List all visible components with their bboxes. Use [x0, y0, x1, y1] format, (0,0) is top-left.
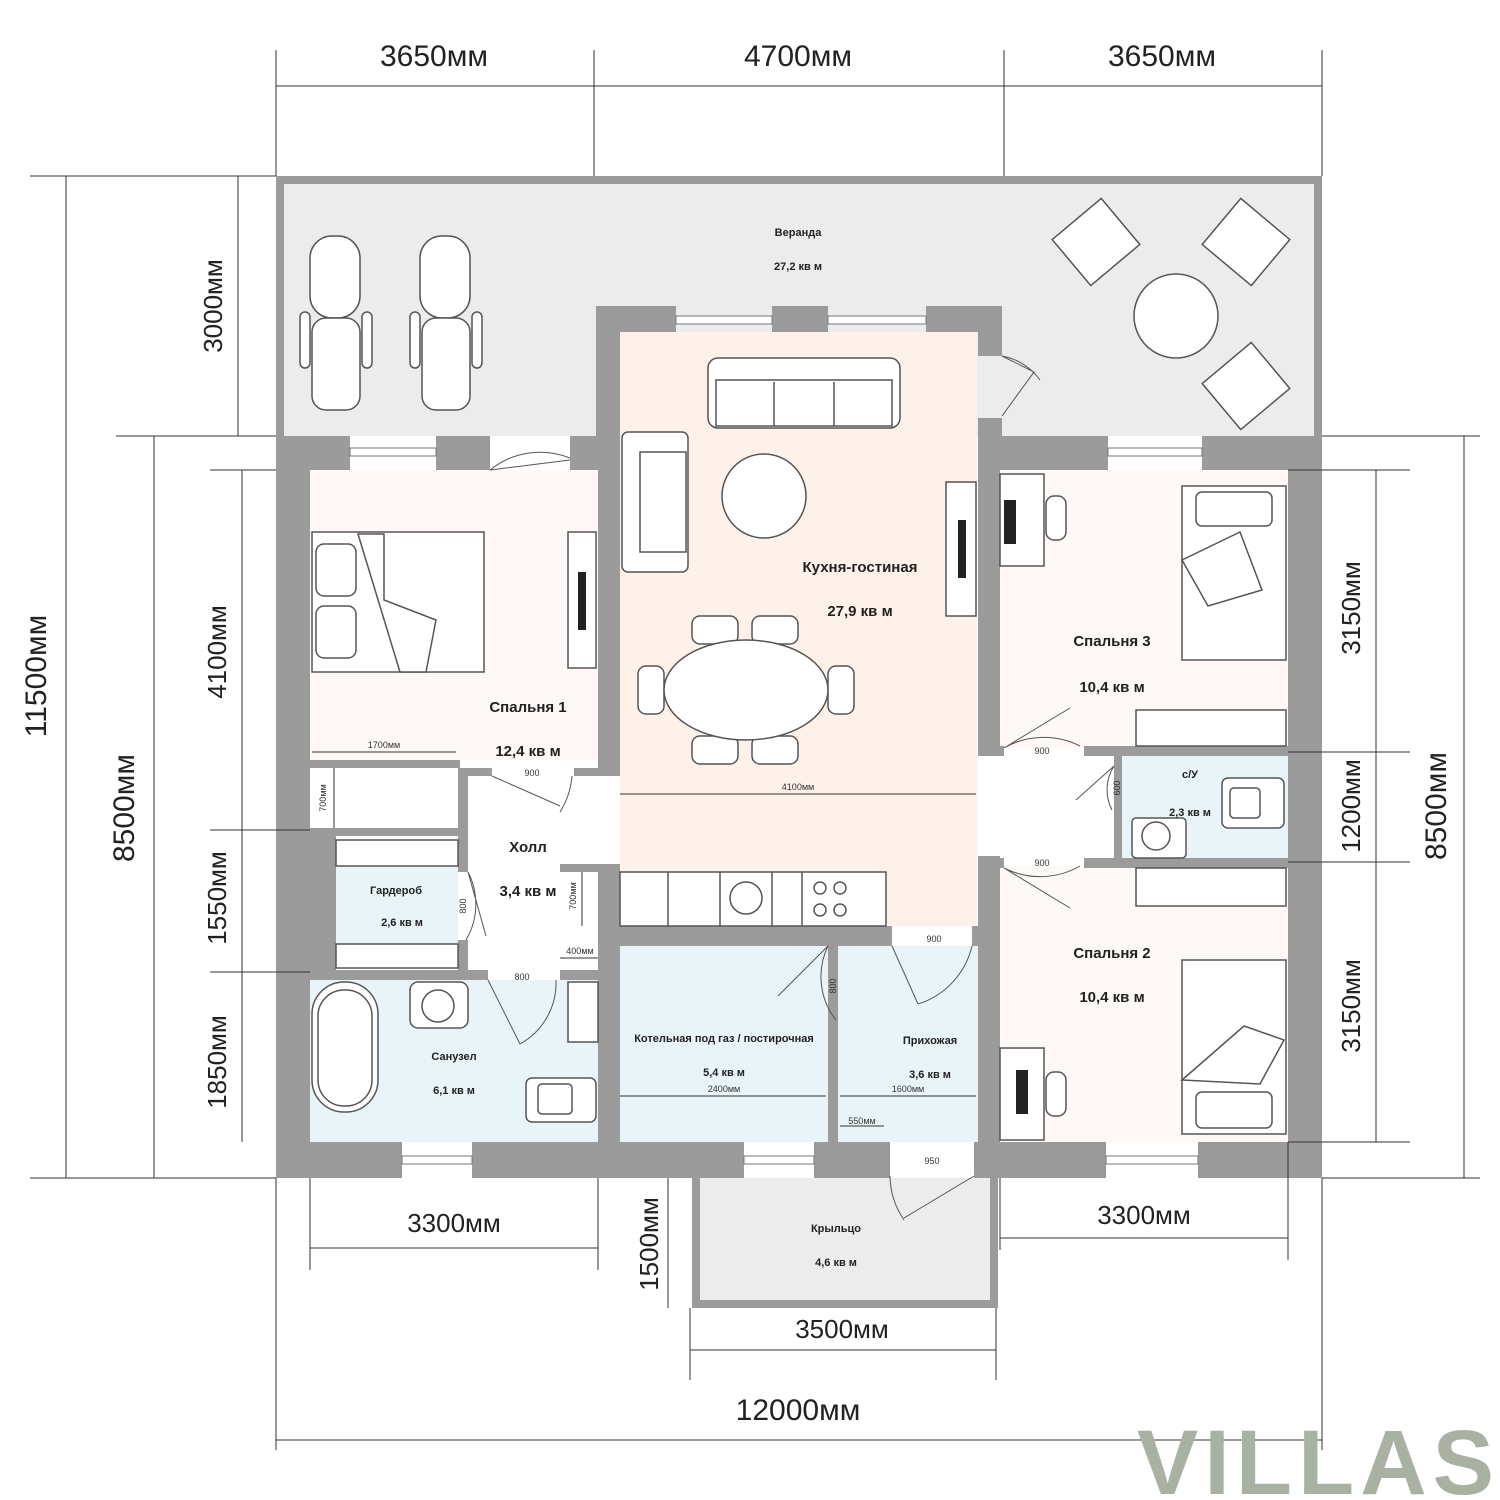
dim-550: 550мм	[848, 1116, 875, 1126]
dimension-lines	[30, 50, 1480, 1450]
hall-floor	[468, 776, 598, 972]
villas-logo: VILLAS	[1137, 1412, 1500, 1500]
dim-left-bath: 1850мм	[202, 1015, 232, 1109]
dim-top-left: 3650мм	[380, 40, 488, 73]
dim-400: 400мм	[566, 946, 593, 956]
boiler-area: 5,4 кв м	[703, 1067, 745, 1079]
bath-name: Санузел	[431, 1051, 476, 1063]
dim-800-ward: 800	[458, 898, 468, 913]
dim-left-veranda: 3000мм	[198, 259, 228, 353]
coffee-table	[721, 453, 807, 539]
bed3-area: 10,4 кв м	[1079, 679, 1144, 696]
dim-top-mid: 4700мм	[744, 40, 852, 73]
dim-right-bed3: 3150мм	[1336, 561, 1366, 655]
dim-800-bath: 800	[514, 972, 529, 982]
hall-area: 3,4 кв м	[499, 883, 556, 900]
porch-name: Крыльцо	[811, 1223, 861, 1235]
wardrobe-area: 2,6 кв м	[381, 917, 423, 929]
dim-950: 950	[924, 1156, 939, 1166]
dim-1600: 1600мм	[892, 1084, 924, 1094]
entry-floor	[838, 946, 978, 1142]
bed1-name: Спальня 1	[489, 699, 566, 716]
wc-name: с/У	[1182, 769, 1198, 781]
boiler-floor	[620, 946, 828, 1142]
dim-left-wardrobe: 1550мм	[202, 851, 232, 945]
kitchen-name: Кухня-гостиная	[803, 559, 918, 576]
dim-700a: 700мм	[318, 784, 328, 811]
dim-porch-height: 1500мм	[634, 1197, 664, 1291]
furniture	[299, 197, 1291, 1141]
kitchen-area: 27,9 кв м	[827, 603, 892, 620]
porch-floor	[700, 1178, 990, 1300]
dim-900-hall: 900	[524, 768, 539, 778]
hall-name: Холл	[509, 839, 547, 856]
dim-4100: 4100мм	[782, 782, 814, 792]
veranda-area: 27,2 кв м	[774, 261, 822, 273]
porch-area: 4,6 кв м	[815, 1257, 857, 1269]
dim-800-boiler: 800	[828, 978, 838, 993]
dim-900-bed3: 900	[1034, 746, 1049, 756]
wardrobe-floor	[336, 864, 458, 948]
bed1-area: 12,4 кв м	[495, 743, 560, 760]
bed3-name: Спальня 3	[1073, 633, 1150, 650]
windows	[349, 315, 1203, 1165]
dim-900-bed2: 900	[1034, 858, 1049, 868]
dim-porch-width: 3500мм	[795, 1314, 889, 1344]
wc-area: 2,3 кв м	[1169, 807, 1211, 819]
entry-area: 3,6 кв м	[909, 1069, 951, 1081]
dim-right-bed2: 3150мм	[1336, 959, 1366, 1053]
lounger-1	[299, 235, 373, 411]
dim-left-bed1: 4100мм	[202, 605, 232, 699]
boiler-name: Котельная под газ / постирочная	[634, 1033, 814, 1045]
bath-area: 6,1 кв м	[433, 1085, 475, 1097]
tv	[958, 520, 966, 578]
dim-600: 600	[1112, 780, 1122, 795]
dining-table	[663, 639, 829, 741]
dim-1700: 1700мм	[368, 740, 400, 750]
dim-left-house: 8500мм	[108, 754, 141, 862]
lounger-2	[409, 235, 483, 411]
dim-bottom-left: 3300мм	[407, 1208, 501, 1238]
dim-bottom-right: 3300мм	[1097, 1200, 1191, 1230]
wardrobe-bed2	[1135, 867, 1287, 907]
doors	[465, 355, 1115, 1221]
walls	[276, 176, 1322, 1308]
dim-right-wc: 1200мм	[1336, 759, 1366, 853]
dim-900-entry: 900	[926, 934, 941, 944]
entry-name: Прихожая	[903, 1035, 957, 1047]
bed2-name: Спальня 2	[1073, 945, 1150, 962]
bed2-area: 10,4 кв м	[1079, 989, 1144, 1006]
dim-total-width: 12000мм	[736, 1394, 861, 1427]
veranda-name: Веранда	[775, 227, 823, 239]
dim-right-house: 8500мм	[1420, 752, 1453, 860]
dim-2400: 2400мм	[708, 1084, 740, 1094]
veranda-table	[1133, 273, 1219, 359]
dim-700b: 700мм	[568, 882, 578, 909]
wardrobe-bed3	[1135, 709, 1287, 747]
dim-left-total: 11500мм	[20, 615, 53, 737]
corridor-floor	[1000, 756, 1120, 860]
wardrobe-name: Гардероб	[370, 885, 422, 897]
dim-top-right: 3650мм	[1108, 40, 1216, 73]
